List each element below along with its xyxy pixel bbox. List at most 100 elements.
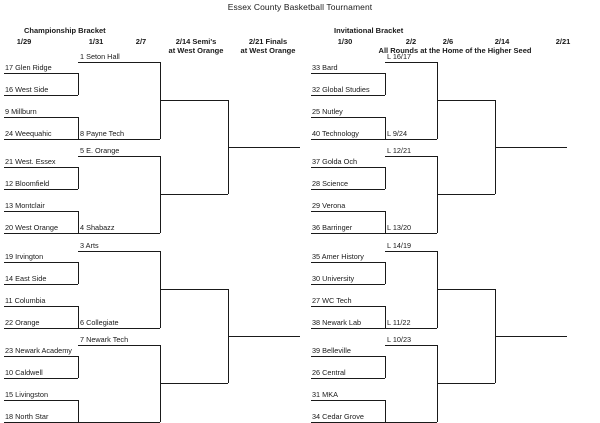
inv-r1-join-7 xyxy=(385,356,386,378)
championship-round-4-subheader: at West Orange xyxy=(168,46,224,55)
champ-r2-line-1 xyxy=(78,62,160,63)
champ-seed-line-1 xyxy=(4,73,78,74)
inv-seed-line-1 xyxy=(311,73,385,74)
list-item: 16 West Side xyxy=(5,85,49,94)
list-item: 28 Science xyxy=(312,179,349,188)
list-item: L 12/21 xyxy=(387,146,412,155)
list-item: 12 Bloomfield xyxy=(5,179,50,188)
championship-round-4-header: 2/14 Semi's xyxy=(175,37,217,46)
championship-round-1-header: 1/29 xyxy=(16,37,32,46)
champ-seed-line-10 xyxy=(4,284,78,285)
list-item: 38 Newark Lab xyxy=(312,318,362,327)
inv-seed-line-14 xyxy=(311,378,385,379)
list-item: 17 Glen Ridge xyxy=(5,63,52,72)
champ-r1-join-8 xyxy=(78,400,79,422)
champ-semi-line-2 xyxy=(228,336,300,337)
list-item: 22 Orange xyxy=(5,318,40,327)
list-item: 21 West. Essex xyxy=(5,157,56,166)
champ-r1-join-4 xyxy=(78,211,79,233)
list-item: 34 Cedar Grove xyxy=(312,412,364,421)
inv-seed-line-11 xyxy=(311,306,385,307)
inv-seed-line-15 xyxy=(311,400,385,401)
inv-seed-line-10 xyxy=(311,284,385,285)
champ-r1-join-2 xyxy=(78,117,79,139)
inv-seed-line-4 xyxy=(311,139,385,140)
inv-seed-line-12 xyxy=(311,328,385,329)
list-item: 35 Amer History xyxy=(312,252,364,261)
inv-r3-line-1 xyxy=(437,100,495,101)
list-item: 32 Global Studies xyxy=(312,85,370,94)
list-item: 14 East Side xyxy=(5,274,47,283)
inv-r2-line-1 xyxy=(385,62,437,63)
inv-r1-join-5 xyxy=(385,262,386,284)
list-item: 31 MKA xyxy=(312,390,338,399)
list-item: 37 Golda Och xyxy=(312,157,358,166)
inv-seed-line-7 xyxy=(311,211,385,212)
championship-round-2-header: 1/31 xyxy=(88,37,104,46)
inv-seed-line-2 xyxy=(311,95,385,96)
champ-semi-line-1 xyxy=(228,147,300,148)
championship-round-3-header: 2/7 xyxy=(135,37,147,46)
list-item: 23 Newark Academy xyxy=(5,346,72,355)
list-item: 9 Millburn xyxy=(5,107,37,116)
list-item: 24 Weequahic xyxy=(5,129,52,138)
champ-r2-line-5 xyxy=(78,251,160,252)
list-item: 20 West Orange xyxy=(5,223,58,232)
champ-seed-line-15 xyxy=(4,400,78,401)
list-item: 13 Montclair xyxy=(5,201,45,210)
champ-seed-line-4 xyxy=(4,139,78,140)
list-item: 29 Verona xyxy=(312,201,346,210)
champ-seed-line-8 xyxy=(4,233,78,234)
list-item: 3 Arts xyxy=(80,241,99,250)
list-item: 19 Irvington xyxy=(5,252,44,261)
list-item: 7 Newark Tech xyxy=(80,335,129,344)
champ-r2-line-2 xyxy=(78,139,160,140)
list-item: 10 Caldwell xyxy=(5,368,43,377)
list-item: 6 Collegiate xyxy=(80,318,119,327)
champ-seed-line-6 xyxy=(4,189,78,190)
list-item: L 13/20 xyxy=(387,223,412,232)
inv-seed-line-5 xyxy=(311,167,385,168)
inv-r2-line-6 xyxy=(385,328,437,329)
list-item: L 11/22 xyxy=(387,318,411,327)
champ-r3-line-4 xyxy=(160,383,228,384)
list-item: 11 Columbia xyxy=(5,296,46,305)
list-item: 15 Livingston xyxy=(5,390,49,399)
list-item: L 9/24 xyxy=(387,129,408,138)
champ-seed-line-14 xyxy=(4,378,78,379)
champ-r1-join-1 xyxy=(78,73,79,95)
inv-r2-line-2 xyxy=(385,139,437,140)
list-item: 36 Barringer xyxy=(312,223,353,232)
inv-seed-line-6 xyxy=(311,189,385,190)
inv-r1-join-6 xyxy=(385,306,386,328)
champ-r3-line-3 xyxy=(160,289,228,290)
list-item: L 16/17 xyxy=(387,52,412,61)
list-item: 27 WC Tech xyxy=(312,296,352,305)
page-title: Essex County Basketball Tournament xyxy=(227,2,373,12)
inv-r3-line-2 xyxy=(437,194,495,195)
champ-r2-line-7 xyxy=(78,345,160,346)
championship-round-5-header: 2/21 Finals xyxy=(248,37,288,46)
champ-r3-line-2 xyxy=(160,194,228,195)
list-item: 5 E. Orange xyxy=(80,146,120,155)
champ-seed-line-5 xyxy=(4,167,78,168)
champ-r1-join-6 xyxy=(78,306,79,328)
invitational-round-4-header: 2/14 xyxy=(494,37,510,46)
champ-r1-join-7 xyxy=(78,356,79,378)
list-item: 4 Shabazz xyxy=(80,223,115,232)
champ-seed-line-3 xyxy=(4,117,78,118)
champ-seed-line-12 xyxy=(4,328,78,329)
championship-section-label: Championship Bracket xyxy=(24,26,106,35)
invitational-round-5-header: 2/21 xyxy=(555,37,571,46)
champ-r1-join-3 xyxy=(78,167,79,189)
list-item: L 14/19 xyxy=(387,241,412,250)
inv-seed-line-3 xyxy=(311,117,385,118)
invitational-note: All Rounds at the Home of the Higher See… xyxy=(378,46,532,55)
champ-r2-line-3 xyxy=(78,156,160,157)
list-item: 26 Central xyxy=(312,368,346,377)
champ-seed-line-11 xyxy=(4,306,78,307)
invitational-section-label: Invitational Bracket xyxy=(334,26,404,35)
champ-seed-line-13 xyxy=(4,356,78,357)
champ-r3-line-1 xyxy=(160,100,228,101)
